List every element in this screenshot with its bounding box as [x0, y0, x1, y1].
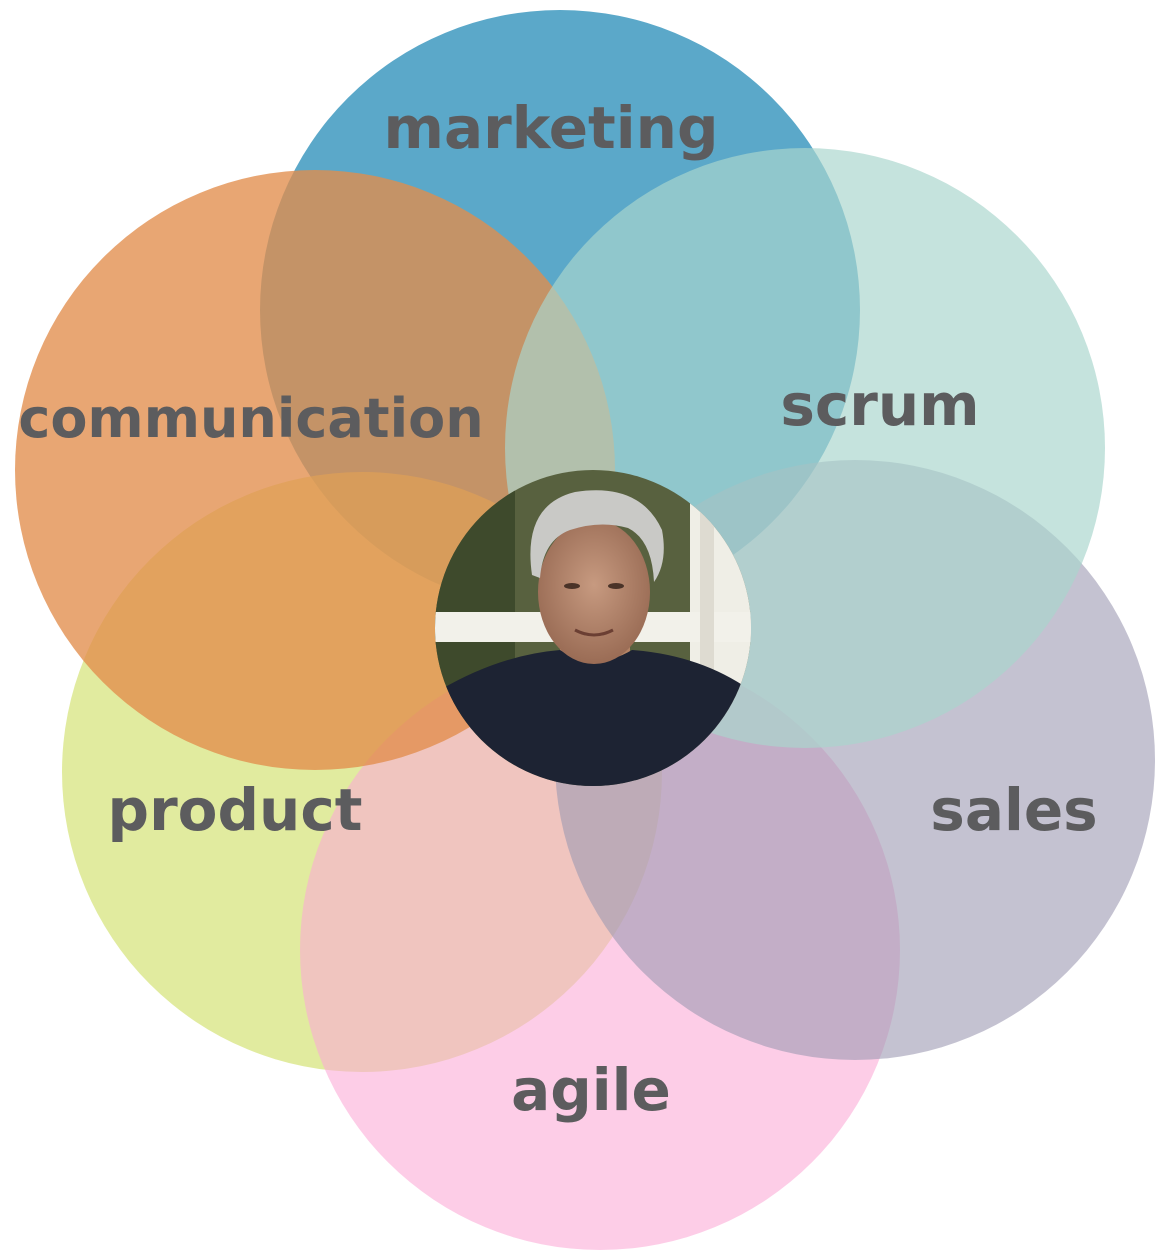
- label-sales: sales: [930, 776, 1097, 844]
- label-product: product: [108, 776, 363, 844]
- label-communication: communication: [18, 387, 483, 450]
- label-marketing: marketing: [384, 94, 719, 162]
- label-scrum: scrum: [780, 371, 979, 439]
- label-agile: agile: [511, 1056, 671, 1124]
